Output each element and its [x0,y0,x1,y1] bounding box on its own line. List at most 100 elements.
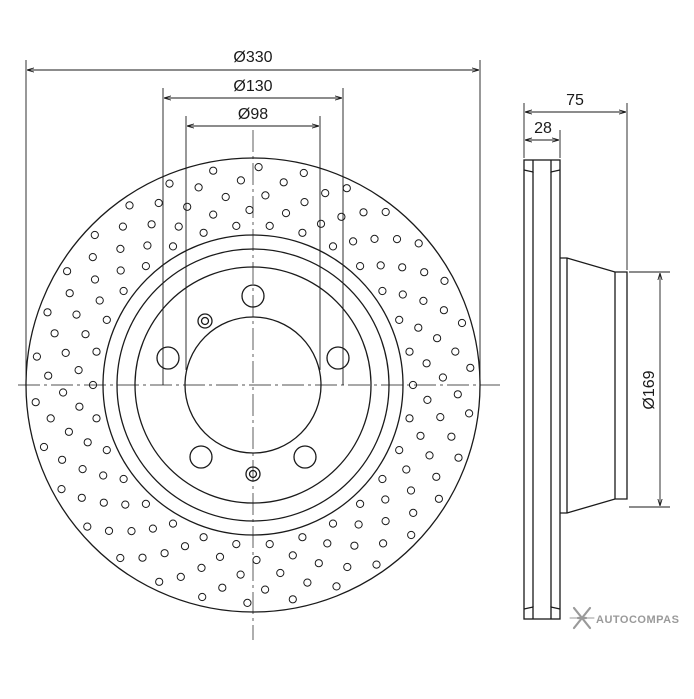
drill-hole [420,268,429,277]
drill-hole [343,562,352,572]
drill-hole [419,296,428,305]
drill-hole [407,530,416,540]
hat-outer-circle [116,248,390,522]
drill-hole [90,230,99,240]
drill-hole [160,549,169,558]
locating-hole [245,466,261,482]
drill-hole [378,474,387,484]
drill-hole [288,551,297,560]
drill-hole [454,453,463,462]
label-outer-diameter: Ø330 [233,49,272,66]
drill-hole [409,508,418,518]
drill-hole [300,198,309,207]
drill-hole [46,414,55,423]
bolt-hole [189,445,213,469]
drill-hole [65,289,74,298]
drill-hole [398,263,407,272]
drill-hole [395,315,404,324]
drill-hole [395,446,404,455]
center-bore-circle [184,316,322,454]
drill-hole [199,228,208,237]
drill-hole [155,577,164,586]
drill-hole [215,552,225,562]
label-center-bore: Ø98 [238,106,268,123]
hat-profile [560,257,628,514]
drill-hole [337,212,346,221]
label-hat-diameter: Ø169 [641,370,658,409]
drill-hole [119,286,128,296]
drill-hole [154,198,163,208]
drill-hole [381,207,390,217]
drill-hole [99,471,108,480]
drill-hole [119,474,128,484]
drill-hole [466,363,475,372]
chamfer-top-right [550,160,561,173]
drill-hole [209,210,218,219]
drill-hole [416,431,425,440]
autocompas-logo: AUTOCOMPAS [569,606,679,630]
bolt-hole [156,346,180,370]
drill-hole [423,395,432,404]
drill-hole [288,595,297,604]
drill-hole [406,486,416,495]
logo-text: AUTOCOMPAS [596,614,679,626]
drill-hole [141,262,150,271]
drill-hole [252,555,261,565]
label-disc-thickness: 28 [534,120,552,137]
drill-hole [356,262,365,271]
drill-hole [425,451,434,460]
drill-hole [39,442,49,452]
drill-hole [405,414,414,423]
drill-hole [104,526,114,536]
drill-hole [261,585,270,594]
disc-section [523,159,561,620]
drill-hole [180,542,190,551]
drill-hole [433,334,442,343]
drill-hole [354,520,363,529]
drill-hole [457,318,467,328]
drill-hole [75,402,84,411]
drill-hole [276,568,285,578]
hat-inner-circle [134,266,372,504]
drill-hole [209,166,218,175]
drill-hole [378,286,387,296]
drill-hole [281,209,291,218]
drill-hole [102,446,111,455]
drill-hole [77,493,86,502]
drill-hole [402,465,411,474]
drill-hole [81,330,90,339]
drill-hole [83,438,92,447]
bolt-hole [241,284,265,308]
drill-hole [58,455,67,464]
drill-hole [88,253,97,262]
drill-hole [232,540,241,549]
drill-hole [83,522,92,531]
drill-hole [199,533,208,542]
drill-hole [218,583,227,592]
drill-hole [236,570,245,579]
drill-hole [314,559,323,568]
drill-hole [176,572,185,582]
drill-hole [183,202,192,211]
bolt-hole [293,445,317,469]
drill-hole [168,242,178,251]
drill-hole [299,168,308,178]
drill-hole [350,541,359,550]
drill-hole [99,498,108,507]
drill-hole [349,237,358,246]
drill-hole [232,221,241,230]
drill-hole [44,371,53,380]
drill-hole [359,208,368,217]
drill-hole [61,348,70,357]
drill-hole [328,519,338,528]
drill-hole [141,499,150,508]
drill-hole [245,205,254,215]
drill-hole [116,244,125,253]
drill-hole [447,432,456,441]
drill-hole [59,388,68,397]
drill-hole [116,266,125,275]
drill-hole [414,239,423,248]
drill-hole [392,235,402,244]
